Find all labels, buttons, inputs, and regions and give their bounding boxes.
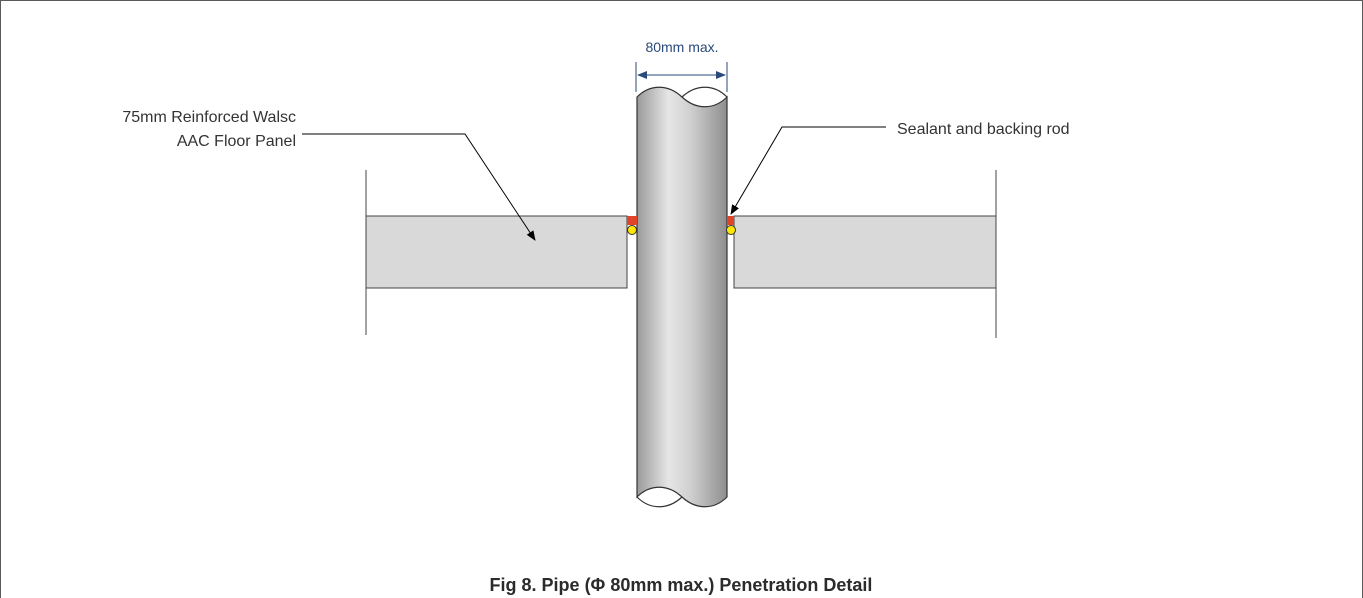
backing-rod-left [627,225,637,235]
dimension-label: 80mm max. [645,39,718,55]
pipe [636,86,728,508]
sealant-leader [730,126,886,215]
panel-label-line1: 75mm Reinforced Walsc [122,109,296,126]
figure-caption: Fig 8. Pipe (Φ 80mm max.) Penetration De… [490,575,873,595]
pipe-bottom-break [636,496,683,508]
sealant-label: Sealant and backing rod [897,121,1070,138]
sealant-right [727,216,734,225]
sealant-left [627,216,637,225]
pipe-top-break [681,86,728,98]
panel-label-line2: AAC Floor Panel [177,133,296,150]
backing-rod-right [726,225,736,235]
floor-panel-right [733,215,997,289]
floor-panel-left [365,215,628,289]
panel-leader [302,133,536,241]
